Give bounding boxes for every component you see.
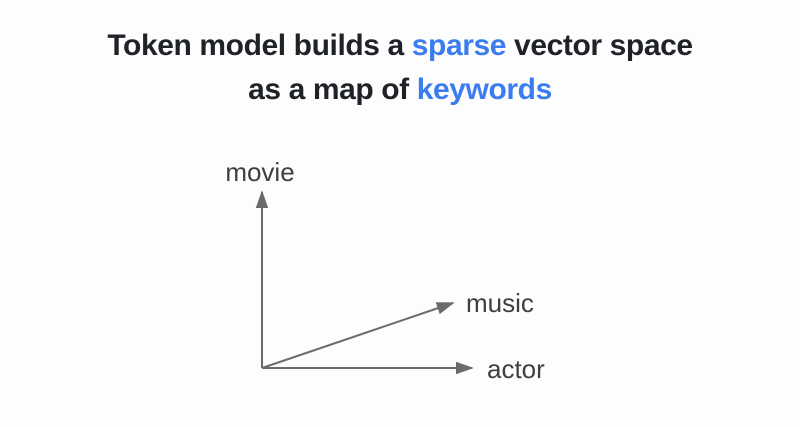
title-line-1-text-end: vector space: [506, 29, 693, 62]
axis-label-movie: movie: [225, 157, 294, 187]
title-line-2-text: as a map of: [248, 73, 417, 106]
title-line-1: Token model builds a sparse vector space: [0, 24, 800, 68]
axes-lines: [255, 190, 474, 375]
title-highlight-sparse: sparse: [411, 29, 507, 62]
axis-label-actor: actor: [487, 354, 545, 384]
axis-label-music: music: [466, 288, 534, 318]
page-title: Token model builds a sparse vector space…: [0, 24, 800, 112]
axis-arrow-music: [261, 302, 455, 369]
title-line-1-text: Token model builds a: [107, 29, 412, 62]
title-highlight-keywords: keywords: [416, 73, 553, 106]
title-line-2: as a map of keywords: [0, 68, 800, 112]
